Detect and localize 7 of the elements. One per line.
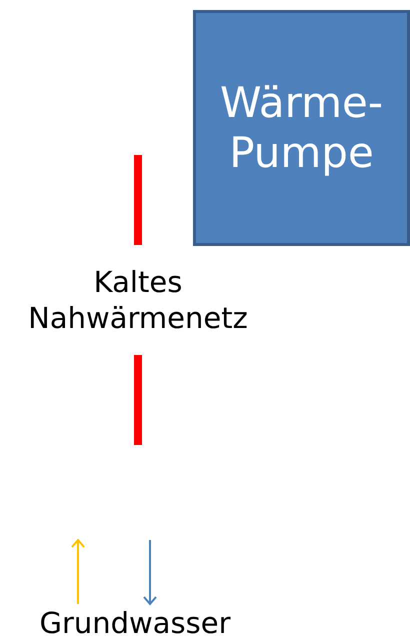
arrow	[143, 540, 157, 605]
heat-pump-box: Wärme-Pumpe	[193, 10, 410, 246]
pipe-line	[134, 355, 142, 445]
arrow	[71, 539, 85, 604]
label-text: Grundwasser	[39, 604, 231, 641]
pipe-line	[134, 155, 142, 245]
label-text: Kaltes Nahwärmenetz	[27, 264, 249, 336]
